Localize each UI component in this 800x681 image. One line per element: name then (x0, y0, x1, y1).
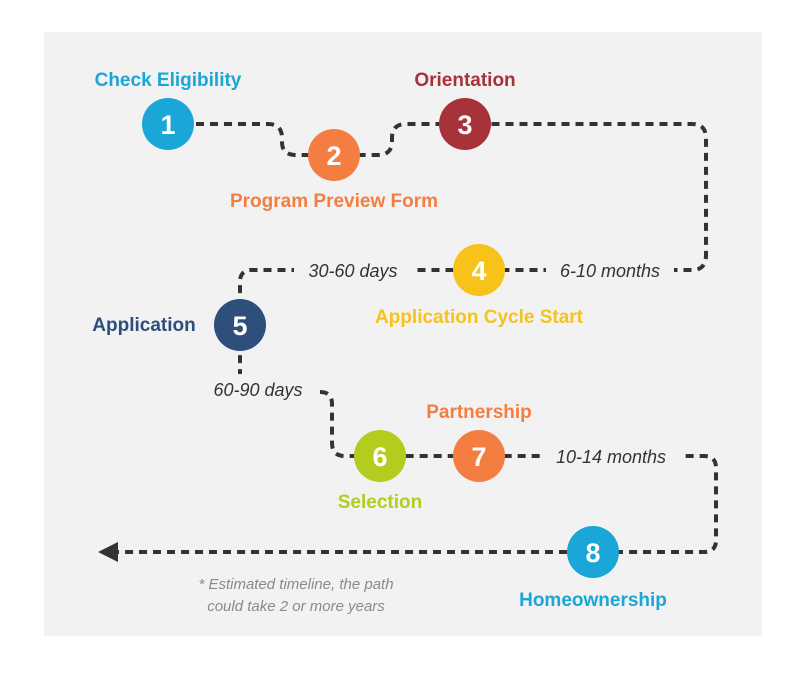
step-4: 4 Application Cycle Start (375, 244, 584, 328)
step-8: 8 Homeownership (519, 526, 667, 611)
footnote-line-1: * Estimated timeline, the path (198, 576, 393, 593)
footnote-line-2: could take 2 or more years (207, 598, 385, 615)
arrow-left-icon (98, 542, 118, 562)
step-number: 6 (372, 442, 387, 472)
step-label: Program Preview Form (230, 191, 438, 212)
step-6: 6 Selection (338, 430, 422, 513)
step-number: 7 (471, 442, 486, 472)
duration-6-10-months: 6-10 months (546, 256, 674, 284)
duration-label: 6-10 months (560, 261, 660, 281)
step-label: Application Cycle Start (375, 307, 584, 328)
step-label: Selection (338, 492, 422, 513)
step-number: 2 (326, 141, 341, 171)
step-number: 4 (471, 256, 486, 286)
step-2: 2 Program Preview Form (230, 129, 438, 212)
duration-30-60-days: 30-60 days (294, 256, 412, 284)
footnote: * Estimated timeline, the path could tak… (198, 576, 393, 615)
step-number: 3 (457, 110, 472, 140)
step-label: Application (92, 315, 195, 336)
step-circle (453, 244, 505, 296)
timeline-path (168, 122, 708, 374)
step-number: 1 (160, 110, 175, 140)
step-label: Orientation (414, 70, 515, 91)
step-circle (142, 98, 194, 150)
step-number: 8 (585, 538, 600, 568)
step-label: Partnership (426, 402, 532, 423)
duration-label: 60-90 days (213, 380, 302, 400)
step-7: 7 Partnership (426, 402, 532, 482)
step-number: 5 (232, 311, 247, 341)
step-label: Homeownership (519, 590, 667, 611)
duration-60-90-days: 60-90 days (198, 374, 318, 404)
step-circle (567, 526, 619, 578)
duration-label: 30-60 days (308, 261, 397, 281)
step-circle (439, 98, 491, 150)
duration-label: 10-14 months (556, 447, 666, 467)
step-circle (308, 129, 360, 181)
step-circle (354, 430, 406, 482)
step-circle (214, 299, 266, 351)
step-3: 3 Orientation (414, 70, 516, 150)
step-circle (453, 430, 505, 482)
step-5: 5 Application (92, 299, 266, 351)
step-label: Check Eligibility (95, 70, 242, 91)
timeline-path-lower (116, 390, 718, 554)
duration-10-14-months: 10-14 months (540, 442, 680, 470)
step-1: 1 Check Eligibility (95, 70, 242, 150)
